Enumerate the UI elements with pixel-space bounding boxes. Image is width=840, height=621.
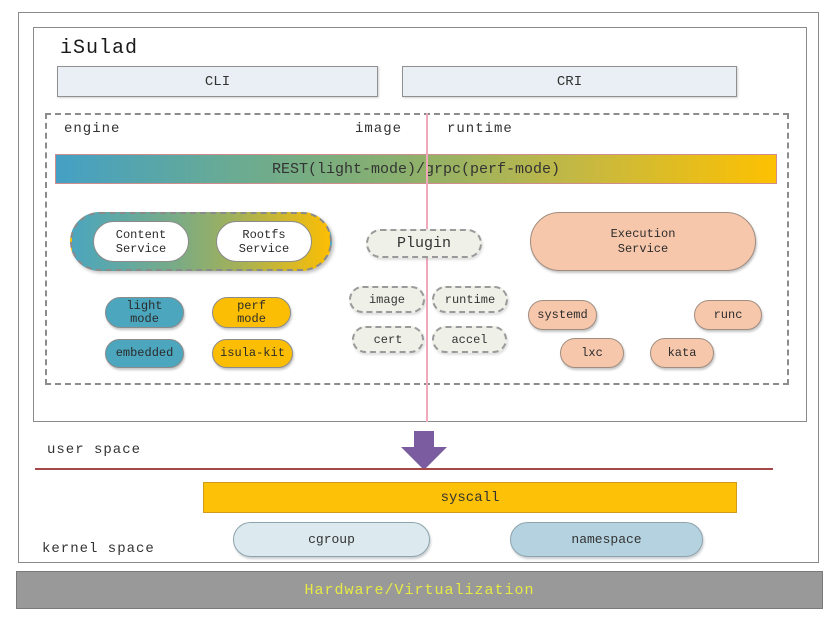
isula-kit-pill: isula-kit [212,339,293,368]
runtime-section-label: runtime [447,121,513,137]
cert-plugin-pill: cert [352,326,424,353]
execution-service-label: Execution Service [610,226,676,256]
image-section-label: image [355,121,403,137]
rootfs-service-pill: Rootfs Service [216,221,312,262]
cri-box: CRI [402,66,737,97]
lxc-label: lxc [581,345,603,360]
cgroup-pill: cgroup [233,522,430,557]
page-title: iSulad [60,37,139,60]
namespace-pill: namespace [510,522,703,557]
hardware-bar: Hardware/Virtualization [16,571,823,609]
content-service-label: Content Service [115,227,167,256]
kata-pill: kata [650,338,714,368]
kata-label: kata [667,345,697,360]
light-mode-pill: light mode [105,297,184,328]
cli-box: CLI [57,66,378,97]
engine-section-label: engine [64,121,121,137]
down-arrow-icon [401,431,447,470]
syscall-label: syscall [440,489,500,506]
cri-label: CRI [556,73,583,90]
accel-plugin-label: accel [451,332,488,347]
perf-mode-pill: perf mode [212,297,291,328]
runtime-plugin-label: runtime [444,292,496,307]
space-divider-line [35,468,773,470]
plugin-label: Plugin [396,235,451,252]
namespace-label: namespace [571,532,642,547]
kernel-space-label: kernel space [42,541,155,557]
embedded-pill: embedded [105,339,184,368]
accel-plugin-pill: accel [432,326,507,353]
image-plugin-label: image [368,292,405,307]
cgroup-label: cgroup [308,532,355,547]
systemd-pill: systemd [528,300,597,330]
rootfs-service-label: Rootfs Service [238,227,290,256]
image-plugin-pill: image [349,286,425,313]
section-divider-line [426,113,428,422]
syscall-bar: syscall [203,482,737,513]
runc-pill: runc [694,300,762,330]
cert-plugin-label: cert [373,332,403,347]
user-space-label: user space [47,442,142,458]
embedded-label: embedded [115,346,174,360]
isula-kit-label: isula-kit [220,346,285,360]
lxc-pill: lxc [560,338,624,368]
content-service-pill: Content Service [93,221,189,262]
light-mode-label: light mode [126,298,163,326]
isulad-container [33,27,807,422]
runc-label: runc [713,307,743,322]
services-dashed-box [45,113,789,385]
rest-grpc-label: REST(light-mode)/grpc(perf-mode) [271,160,561,178]
rest-grpc-bar: REST(light-mode)/grpc(perf-mode) [55,154,777,184]
runtime-plugin-pill: runtime [432,286,508,313]
perf-mode-label: perf mode [237,298,266,326]
systemd-label: systemd [537,307,588,322]
hardware-label: Hardware/Virtualization [304,581,535,599]
cli-label: CLI [204,73,231,90]
execution-service-pill: Execution Service [530,212,756,271]
plugin-pill: Plugin [366,229,482,258]
